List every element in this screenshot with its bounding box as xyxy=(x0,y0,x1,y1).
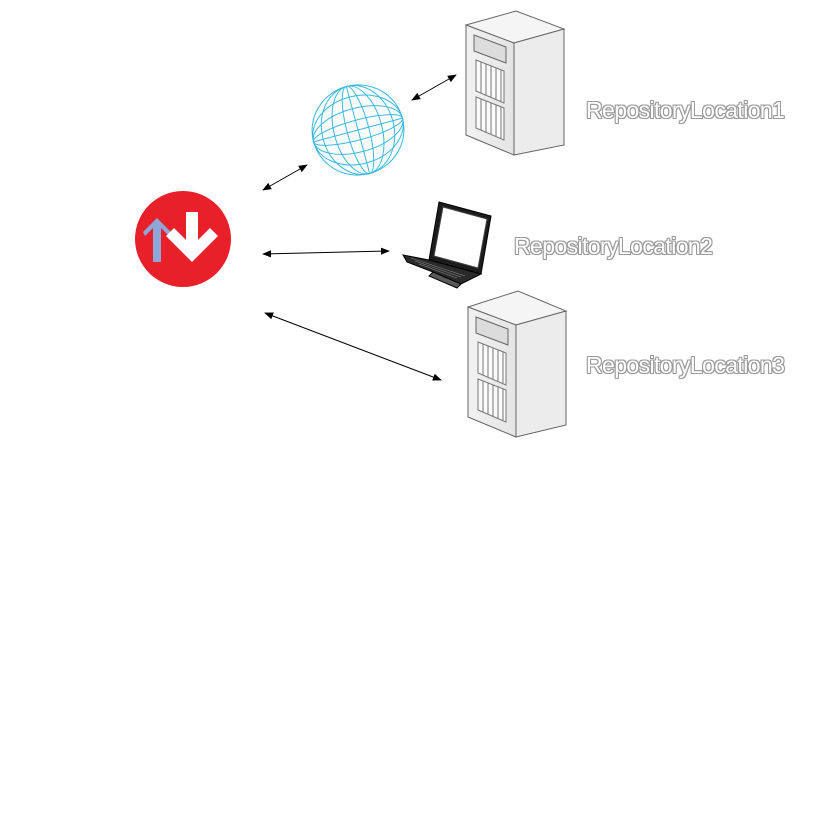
sync-up-down-icon xyxy=(135,191,231,287)
laptop-icon xyxy=(403,202,491,288)
connector-hub-server3 xyxy=(265,313,441,380)
repository-location-1-label: RepositoryLocation1 xyxy=(586,97,784,124)
repository-location-2-label: RepositoryLocation2 xyxy=(514,233,712,260)
server-tower-icon xyxy=(468,291,566,437)
connector-hub-laptop xyxy=(263,251,389,254)
connector-internet-server1 xyxy=(412,75,456,100)
server-tower-icon xyxy=(466,11,564,155)
repository-location-3-label: RepositoryLocation3 xyxy=(586,352,784,379)
globe-icon xyxy=(302,75,414,186)
connector-hub-internet xyxy=(263,165,307,190)
